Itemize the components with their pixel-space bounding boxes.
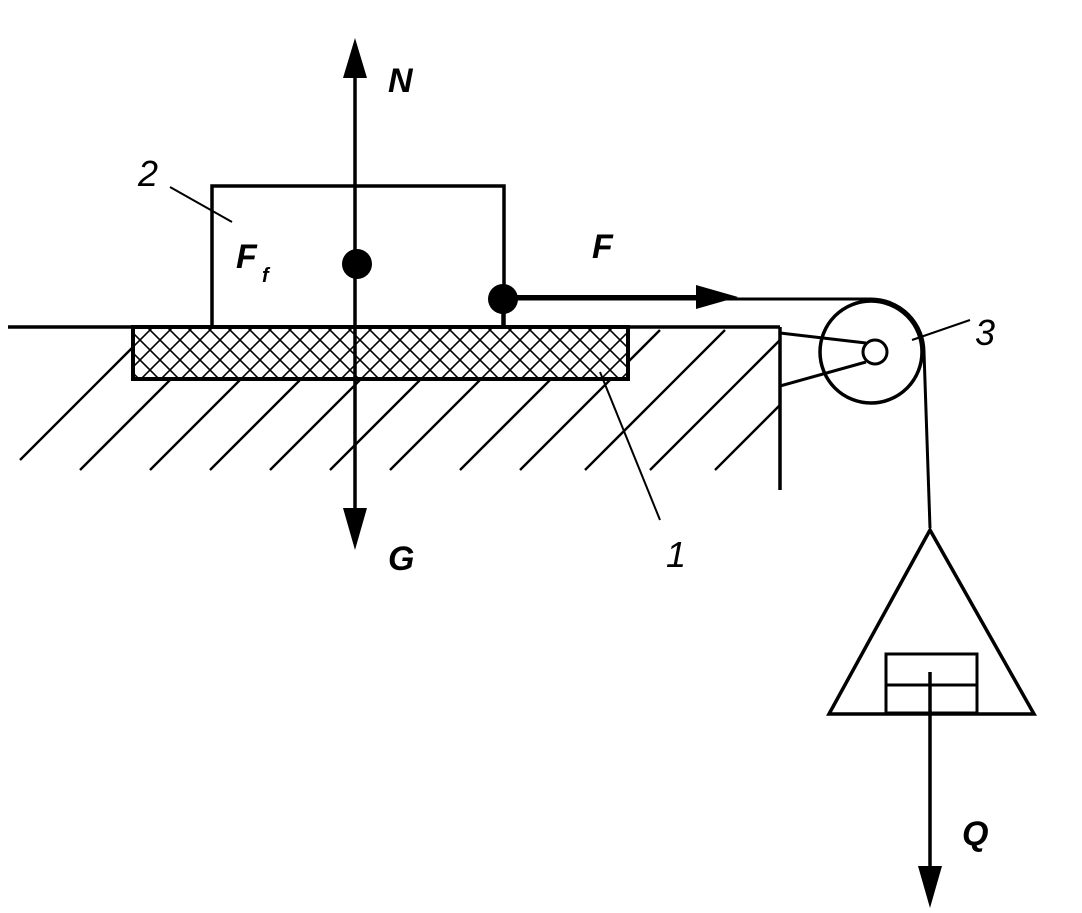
- gravity-label: G: [388, 540, 414, 578]
- leader-line-3: [911, 319, 971, 341]
- string: [503, 297, 932, 529]
- load-label: Q: [962, 815, 988, 853]
- leader-line-1: [599, 371, 661, 521]
- pull-force-arrowhead: [696, 285, 738, 309]
- part-1-label: 1: [666, 534, 686, 575]
- part-3-label: 3: [975, 312, 995, 353]
- leader-line-2: [169, 186, 233, 223]
- pull-force-label: F: [592, 228, 614, 266]
- gravity-arrowhead: [343, 508, 367, 550]
- load-arrowhead: [918, 866, 942, 908]
- normal-force-arrowhead: [343, 38, 367, 78]
- sliding-block: [210, 184, 506, 329]
- center-of-mass-dot: [342, 249, 372, 279]
- pulley-axle: [861, 338, 889, 366]
- part-2-label: 2: [137, 153, 158, 194]
- friction-force-subscript: f: [262, 265, 271, 287]
- normal-force-label: N: [388, 62, 414, 100]
- friction-force-label: F: [236, 238, 258, 276]
- friction-strip: [131, 325, 630, 381]
- pulley-wheel: [818, 299, 924, 405]
